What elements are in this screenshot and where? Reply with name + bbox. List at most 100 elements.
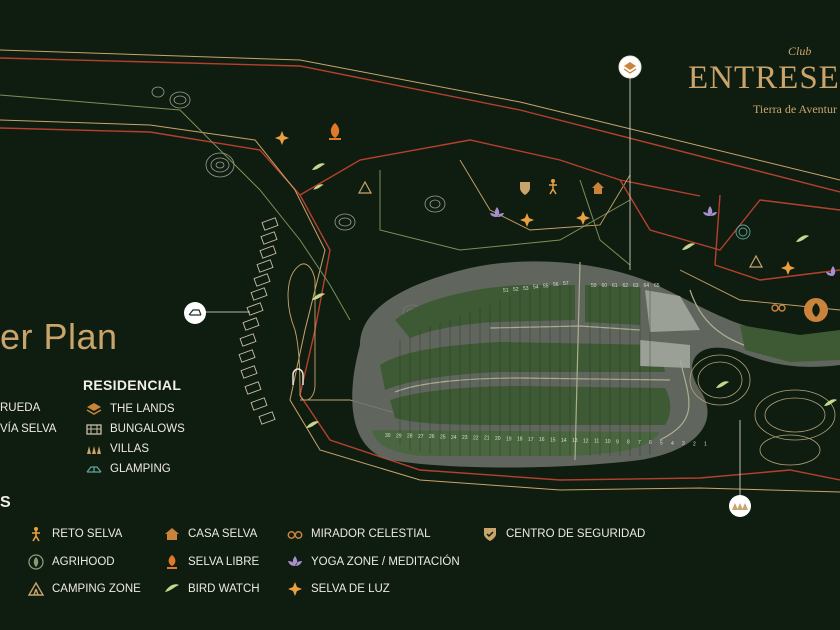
lot-number-label: 4 <box>671 441 674 447</box>
map-bird-icon-5 <box>306 421 319 428</box>
map-bird-icon-7 <box>824 399 837 406</box>
glamping-icon <box>85 461 103 477</box>
map-tent-icon-2 <box>748 254 764 268</box>
map-binoculars-icon <box>771 304 786 312</box>
lot-number-label: 16 <box>539 437 545 443</box>
brand-club: Club <box>788 44 812 58</box>
residential-heading: RESIDENCIAL <box>83 377 182 393</box>
legend-selva-de-luz: SELVA DE LUZ <box>286 581 390 597</box>
lot-number-label: 59 <box>591 283 597 289</box>
lot-number-label: 19 <box>506 436 512 442</box>
map-bird-icon <box>312 163 325 170</box>
legend-bird-watch: BIRD WATCH <box>163 581 260 597</box>
road-line-3 <box>379 170 631 251</box>
legend-label: THE LANDS <box>110 403 175 415</box>
road-line-5 <box>619 179 840 251</box>
villas-marker-icon <box>729 495 751 517</box>
lot-number-label: 12 <box>583 438 589 444</box>
legend-label: GLAMPING <box>110 463 171 475</box>
road-line-2 <box>299 139 701 197</box>
villas-icon <box>85 441 103 457</box>
villa-lots-right <box>740 325 840 362</box>
legend-reto-selva: RETO SELVA <box>27 526 122 542</box>
lot-dividers <box>399 286 651 456</box>
lot-number-label: 25 <box>440 435 446 441</box>
lot-number-label: 8 <box>627 440 630 446</box>
map-sparkle-icon-2 <box>520 213 534 227</box>
bungalow-icon <box>85 421 103 437</box>
legend-camping-zone: CAMPING ZONE <box>27 581 141 597</box>
map-lotus-icon-2 <box>703 206 717 216</box>
legend-label: VILLAS <box>110 443 149 455</box>
lot-cluster-middle <box>380 342 665 390</box>
flame-icon <box>163 554 181 570</box>
hiker-icon <box>27 526 45 542</box>
lot-number-label: 23 <box>462 435 468 441</box>
legend-the-lands: THE LANDS <box>85 401 175 417</box>
legend-label: BIRD WATCH <box>188 583 260 595</box>
road-line-9 <box>579 179 631 266</box>
lot-number-label: 15 <box>550 438 556 444</box>
map-house-icon <box>592 182 604 194</box>
map-sparkle-icon-3 <box>576 211 590 225</box>
lot-number-label: 2 <box>693 441 696 447</box>
lot-number-label: 54 <box>533 285 539 291</box>
lot-number-label: 27 <box>418 434 424 440</box>
lot-cluster-top-right <box>585 285 640 325</box>
lot-cluster-bottom <box>372 430 660 456</box>
lot-number-label: 26 <box>429 434 435 440</box>
lot-number-label: 13 <box>572 438 578 444</box>
map-lotus-icon <box>490 207 504 217</box>
villa-cluster <box>689 354 836 466</box>
lot-number-label: 62 <box>623 283 629 289</box>
lot-number-label: 57 <box>563 281 569 287</box>
legend-label: SELVA DE LUZ <box>311 583 390 595</box>
map-tent-icon <box>357 180 373 194</box>
lot-road-3 <box>574 261 581 461</box>
shield-icon <box>481 526 499 542</box>
map-bird-icon-4 <box>312 293 325 300</box>
glamping-units <box>238 217 279 425</box>
legend-left-item-2: VÍA SELVA <box>0 423 57 435</box>
lot-cluster-light <box>645 290 700 332</box>
lotus-icon <box>286 554 304 570</box>
lot-number-label: 51 <box>503 288 509 294</box>
legend-selva-libre: SELVA LIBRE <box>163 554 259 570</box>
lot-road-5 <box>659 359 690 441</box>
lot-number-label: 52 <box>513 287 519 293</box>
legend-label: AGRIHOOD <box>52 556 115 568</box>
lot-number-label: 63 <box>633 283 639 289</box>
lot-number-label: 55 <box>543 283 549 289</box>
lot-number-label: 29 <box>396 433 402 439</box>
boundary-red-line <box>0 57 840 193</box>
legend-label: CENTRO DE SEGURIDAD <box>506 528 646 540</box>
lot-number-label: 61 <box>612 283 618 289</box>
lot-number-label: 14 <box>561 438 567 444</box>
map-sparkle-icon <box>275 131 289 145</box>
legend-label: CASA SELVA <box>188 528 258 540</box>
tree-contours <box>151 86 446 320</box>
legend-agrihood: AGRIHOOD <box>27 554 115 570</box>
legend-label: RETO SELVA <box>52 528 123 540</box>
glamping-loop <box>287 263 316 401</box>
legend-label: MIRADOR CELESTIAL <box>311 528 431 540</box>
map-sparkle-icon-4 <box>781 261 795 275</box>
lot-number-label: 9 <box>616 439 619 445</box>
road-line-6 <box>714 194 840 281</box>
lot-number-label: 30 <box>385 433 391 439</box>
lot-number-label: 6 <box>649 440 652 446</box>
legend-casa-selva: CASA SELVA <box>163 526 257 542</box>
page-title: er Plan <box>0 316 118 357</box>
map-leaf-icon <box>804 298 828 322</box>
lot-number-label: 65 <box>654 283 660 289</box>
lot-number-label: 18 <box>517 437 523 443</box>
lot-number-label: 11 <box>594 439 599 445</box>
sparkle-icon <box>286 581 304 597</box>
legend-centro-de-seguridad: CENTRO DE SEGURIDAD <box>481 526 645 542</box>
bird-icon <box>163 581 181 597</box>
legend-bungalows: BUNGALOWS <box>85 421 185 437</box>
